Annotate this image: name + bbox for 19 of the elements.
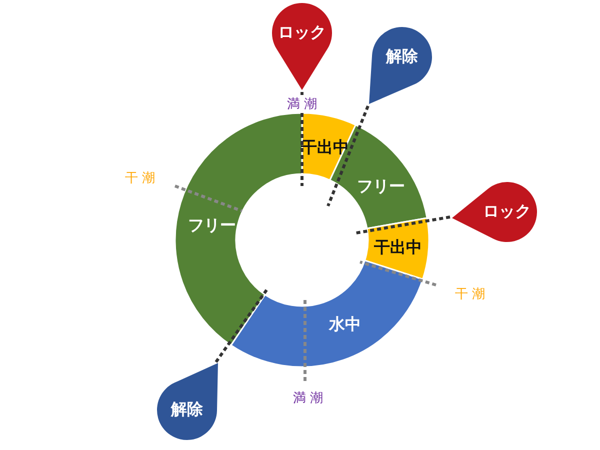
pin-label: 解除 [171, 400, 203, 420]
tide-label: 満 潮 [286, 95, 318, 113]
pin-label: ロック [278, 22, 326, 44]
pin-label: 解除 [386, 46, 418, 68]
segment-label: 水中 [329, 314, 361, 336]
tide-label: 干 潮 [454, 285, 486, 303]
donut-segment [230, 260, 424, 368]
segment-label: フリー [188, 216, 236, 236]
tide-label: 満 潮 [292, 389, 324, 407]
tide-label: 干 潮 [124, 169, 156, 187]
segment-label: 干出中 [374, 238, 422, 258]
pin-label: ロック [483, 202, 531, 222]
donut-segment [174, 112, 303, 346]
donut-segment [329, 124, 428, 230]
map-pin [155, 361, 220, 442]
map-pin [367, 25, 434, 106]
segment-label: フリー [357, 176, 405, 198]
map-pin [270, 1, 334, 92]
map-pin [450, 180, 539, 244]
